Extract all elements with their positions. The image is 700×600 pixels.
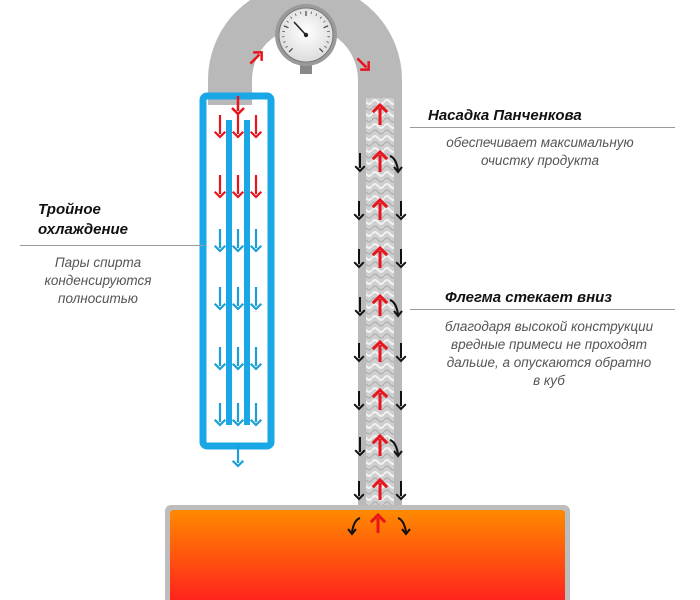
cooler-arrow-4-0 [213,347,227,371]
cooling-title-line2: охлаждение [38,221,129,238]
tank-return-right [397,517,411,536]
column-reflux-left-5 [353,343,365,363]
nozzle-description: обеспечивает максимальную очистку продук… [420,134,660,170]
boiler-tank [165,505,570,600]
nozzle-title: Насадка Панченкова [428,106,648,126]
cooler-arrow-1-1 [231,175,245,199]
column-reflux-curved-4 [389,299,403,318]
column-reflux-left-3 [353,249,365,269]
cooler-inlet-arrow [231,96,245,116]
gauge-tick [300,11,302,15]
column-reflux-curved-1 [389,155,403,174]
triple-cooler [199,92,275,450]
cooling-desc-line1: Пары спирта [54,255,142,270]
tank-vapor-arrow [369,512,387,533]
nozzle-title-text: Насадка Панченкова [428,107,582,124]
tank-return-left [347,517,361,536]
nozzle-desc-line1: обеспечивает максимальную [446,135,634,150]
cooler-arrow-0-0 [213,115,227,139]
gauge-tick [319,48,324,53]
gauge-tick [323,25,329,29]
cooler-arrow-4-1 [231,347,245,371]
column-reflux-left-6 [353,391,365,411]
cooler-arrow-5-2 [249,403,263,427]
column-vapor-arrow-8 [371,477,389,500]
column-reflux-right-5 [395,343,407,363]
nozzle-desc-line2: очистку продукта [481,153,599,168]
gauge-tick [324,45,327,48]
column-vapor-arrow-2 [371,197,389,220]
gauge-tick [285,45,288,48]
cooling-title-line1: Тройное [38,201,101,218]
cooler-arrow-2-1 [231,229,245,253]
reflux-desc-line2: вредные примеси не проходят [451,337,647,352]
nozzle-divider [410,127,675,128]
cooler-arrow-3-0 [213,287,227,311]
reflux-desc-line3: дальше, а опускаются обратно [446,355,652,370]
reflux-divider [410,309,675,310]
thermometer-dial-icon [275,4,337,74]
gauge-tick [294,13,297,17]
gauge-tick [283,25,289,29]
gauge-tick [323,20,326,23]
column-reflux-left-2 [353,201,365,221]
cooler-arrow-0-1 [231,115,245,139]
reflux-description: благодаря высокой конструкции вредные пр… [418,318,680,390]
column-vapor-arrow-0 [371,102,389,125]
gauge-tick [283,41,286,43]
column-reflux-left-8 [353,481,365,501]
flow-arrows [213,51,411,536]
column-reflux-right-3 [395,249,407,269]
cooling-description: Пары спирта конденсируются полноситью [18,254,178,308]
column-vapor-arrow-1 [371,149,389,172]
cooler-arrow-1-2 [249,175,263,199]
column-vapor-arrow-6 [371,387,389,410]
column-reflux-right-6 [395,391,407,411]
column-reflux-curved-7 [389,439,403,458]
arch-arrow-left [249,51,263,65]
column-vapor-arrow-5 [371,339,389,362]
reflux-title-text: Флегма стекает вниз [445,289,612,306]
reflux-title: Флегма стекает вниз [445,288,665,308]
cooler-arrow-3-1 [231,287,245,311]
reflux-desc-line1: благодаря высокой конструкции [444,319,654,334]
condensate-outlet-arrow [231,444,245,468]
cooling-divider [20,245,205,246]
cooling-desc-line2: конденсируются [44,273,152,288]
gauge-tick [288,48,293,53]
arch-arrow-right [356,57,370,71]
cooler-arrow-1-0 [213,175,227,199]
cooler-arrow-5-1 [231,403,245,427]
cooler-arrow-3-2 [249,287,263,311]
gauge-tick [326,41,329,43]
column-vapor-arrow-7 [371,433,389,456]
gauge-tick [310,11,312,15]
cooler-arrow-2-2 [249,229,263,253]
column-reflux-left-7 [354,437,366,457]
cooling-title: Тройное охлаждение [38,200,138,240]
column-reflux-left-4 [354,297,366,317]
reflux-desc-line4: в куб [533,373,565,388]
column-reflux-left-1 [354,153,366,173]
cooler-arrow-4-2 [249,347,263,371]
gauge-tick [315,13,318,17]
column-vapor-arrow-3 [371,245,389,268]
gauge-tick [290,16,293,19]
column-reflux-right-2 [395,201,407,221]
gauge-tick [286,20,289,23]
gauge-tick [319,16,322,19]
cooler-arrow-5-0 [213,403,227,427]
cooler-arrow-2-0 [213,229,227,253]
column-reflux-right-8 [395,481,407,501]
column-vapor-arrow-4 [371,293,389,316]
cooler-arrow-0-2 [249,115,263,139]
cooling-desc-line3: полноситью [58,291,138,306]
